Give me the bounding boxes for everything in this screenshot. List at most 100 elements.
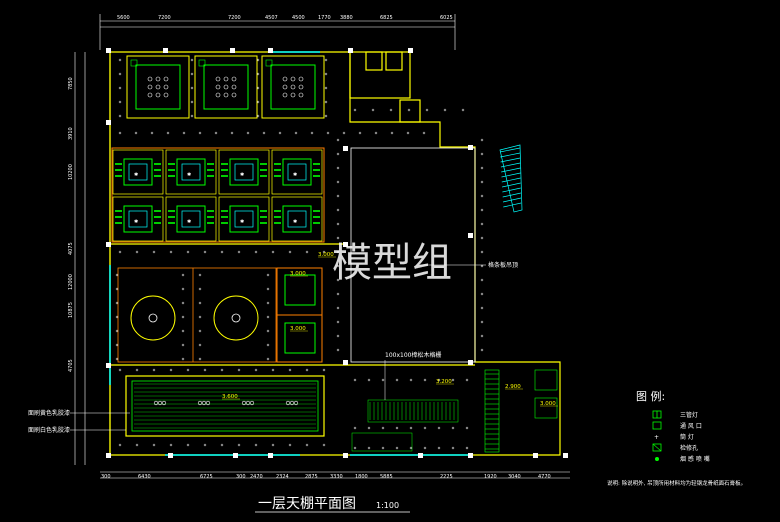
legend-label: 筒 灯: [680, 433, 694, 441]
lamp-cluster-dot: [163, 76, 169, 82]
coffer: [126, 55, 190, 119]
lamp-cluster-dot: [155, 84, 161, 90]
lamp-cluster-dot: [147, 76, 153, 82]
svg-text:✱: ✱: [187, 172, 192, 178]
bottom-dim-text: 6430: [138, 474, 151, 480]
bottom-dim-text: 2324: [276, 474, 289, 480]
legend-label: 通 风 口: [680, 422, 702, 430]
lamp-cluster-dot: [298, 92, 304, 98]
svg-text:✱: ✱: [240, 219, 245, 225]
side-rooms: [276, 267, 323, 363]
left-dim-text: 4075: [68, 242, 74, 255]
svg-text:✱: ✱: [293, 219, 298, 225]
vent-icon: [198, 59, 206, 67]
vent-icon: [652, 421, 662, 430]
column: [418, 453, 423, 458]
column: [163, 48, 168, 53]
long-lamp-box: [125, 375, 325, 437]
top-dim-text: 5600: [117, 15, 130, 21]
column: [468, 145, 473, 150]
left-dim-text: 12000: [68, 274, 74, 290]
svg-text:✱: ✱: [187, 219, 192, 225]
white-paint-annotation: 面刷白色乳胶漆: [28, 426, 70, 434]
bottom-dim-text: 300: [236, 474, 246, 480]
grid-cell: [271, 149, 323, 195]
lamp-cluster-dot: [215, 84, 221, 90]
bottom-dim-text: 6725: [200, 474, 213, 480]
lamp-cluster-dot: [155, 76, 161, 82]
grid-cell: [112, 196, 164, 242]
level-mark: 3.000: [540, 401, 556, 407]
column: [233, 453, 238, 458]
bottom-dim-text: 2875: [305, 474, 318, 480]
left-dim-text: 4705: [68, 359, 74, 372]
level-mark: 3.000: [290, 326, 306, 332]
bottom-dim-text: 4770: [538, 474, 551, 480]
legend-label: 检修孔: [680, 444, 698, 452]
legend-label: 三管灯: [680, 411, 698, 419]
left-dim-text: 3910: [68, 127, 74, 140]
column: [106, 453, 111, 458]
lamp-cluster-dot: [163, 84, 169, 90]
grating-annotation: 格条板吊顶: [488, 261, 518, 269]
column: [106, 48, 111, 53]
left-dim-text: 7850: [68, 77, 74, 90]
coffer-inner: [135, 64, 181, 110]
lamp-cluster-dot: [231, 76, 237, 82]
level-mark: 3.000: [290, 271, 306, 277]
column: [106, 242, 111, 247]
open-hall: [350, 147, 476, 363]
grid-cell: [218, 196, 270, 242]
downlight-icon: +: [654, 434, 659, 441]
vent-icon: [130, 59, 138, 67]
structural-columns: [106, 48, 568, 458]
vent-icon: [265, 59, 273, 67]
lamp-cluster-dot: [298, 76, 304, 82]
column: [343, 242, 348, 247]
coffer: [194, 55, 258, 119]
lamp-cluster-dot: [155, 92, 161, 98]
meeting-room-grid: ✱✱✱✱✱✱✱✱: [111, 147, 325, 243]
smoke-detector-icon: [655, 457, 659, 461]
column: [408, 48, 413, 53]
lamp-cluster-dot: [282, 92, 288, 98]
bottom-dim-text: 2225: [440, 474, 453, 480]
left-dim-text: 10875: [68, 302, 74, 318]
column: [268, 453, 273, 458]
lamp-cluster-dot: [290, 92, 296, 98]
lamp-cluster-dot: [223, 76, 229, 82]
access-hatch-icon: [652, 443, 662, 452]
column: [106, 363, 111, 368]
bottom-dimension-line: [100, 471, 570, 479]
column: [468, 453, 473, 458]
legend-title: 图 例:: [636, 389, 665, 403]
lamp-cluster-dot: [223, 92, 229, 98]
top-dim-text: 4507: [265, 15, 278, 21]
lamp-cluster-dot: [223, 84, 229, 90]
top-dim-text: 6825: [380, 15, 393, 21]
top-dimension-line: [99, 14, 456, 50]
column: [468, 360, 473, 365]
column: [348, 48, 353, 53]
bottom-dim-text: 3040: [508, 474, 521, 480]
lamp-cluster-dot: [231, 92, 237, 98]
lamp-cluster-dot: [231, 84, 237, 90]
lamp-cluster-dot: [290, 76, 296, 82]
column: [343, 453, 348, 458]
column: [468, 233, 473, 238]
lamp-cluster-dot: [298, 84, 304, 90]
external-stair: [499, 144, 523, 213]
left-dimension-line: [74, 52, 86, 465]
level-mark: 3.000: [318, 252, 334, 258]
bottom-dim-text: 300: [101, 474, 111, 480]
coffer-inner: [203, 64, 249, 110]
svg-text:+: +: [654, 434, 659, 441]
grid-cell: [165, 149, 217, 195]
lamp-cluster-dot: [282, 76, 288, 82]
grid-cell: [218, 149, 270, 195]
lamp-cluster-dot: [147, 84, 153, 90]
legend-label: 烟 感 喷 嘴: [680, 455, 710, 463]
column: [343, 146, 348, 151]
